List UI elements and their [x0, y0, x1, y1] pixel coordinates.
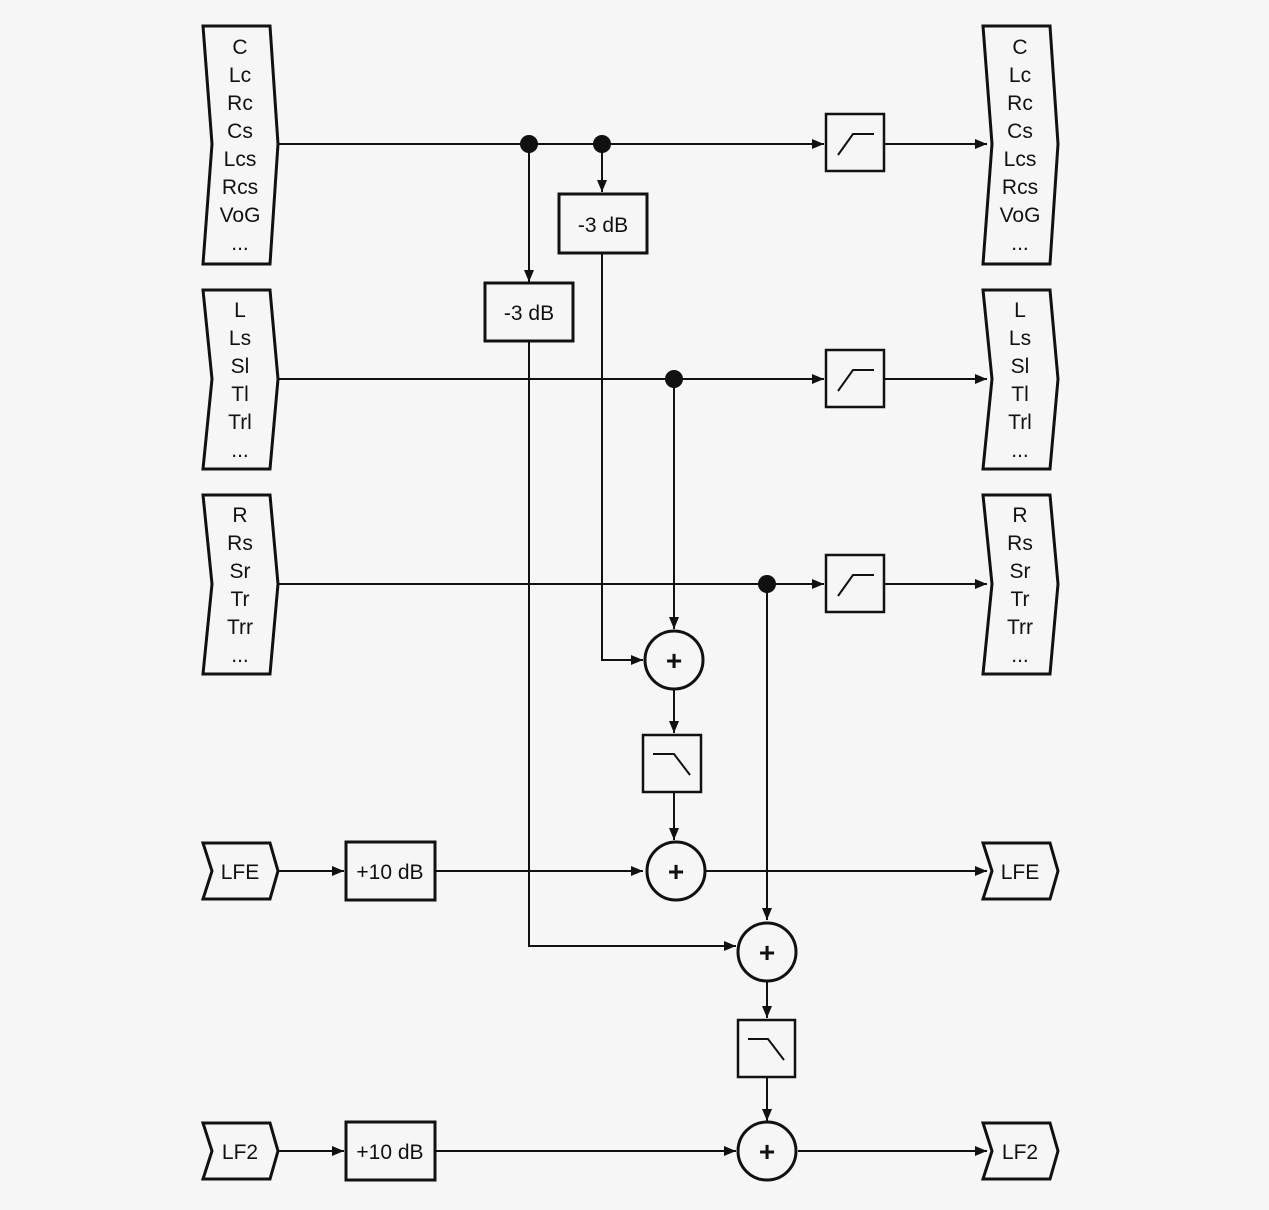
gain-label: +10 dB — [356, 1141, 423, 1164]
channel-label: Trl — [1008, 411, 1032, 434]
sum-node: + — [645, 840, 707, 902]
channel-label: L — [1014, 299, 1026, 322]
channel-label: Sl — [1011, 355, 1030, 378]
channel-label: ... — [231, 644, 249, 667]
channel-label: Sr — [230, 560, 251, 583]
sum-node: + — [736, 1120, 798, 1182]
channel-label: Tr — [1010, 588, 1029, 611]
channel-label: R — [232, 504, 247, 527]
junction-dot — [665, 370, 683, 388]
channel-label: Rc — [227, 92, 253, 115]
plus-symbol: + — [759, 1136, 775, 1167]
gain-block-lfe: +10 dB — [344, 840, 437, 902]
gain-b-to-sum3 — [528, 341, 736, 951]
channel-label: Rcs — [222, 176, 258, 199]
channel-label: Ls — [229, 327, 251, 350]
sum-node: + — [643, 629, 705, 691]
gain-blocks: -3 dB -3 dB +10 dB +10 dB — [344, 192, 649, 1182]
channel-label: Lc — [1009, 64, 1031, 87]
channel-label: ... — [231, 232, 249, 255]
channel-label: Tl — [231, 383, 249, 406]
output-right-bus-labels: R Rs Sr Tr Trr ... — [1007, 504, 1033, 667]
channel-label: L — [234, 299, 246, 322]
channel-label: Rcs — [1002, 176, 1038, 199]
gain-block-lf2: +10 dB — [344, 1120, 437, 1182]
output-left-bus-labels: L Ls Sl Tl Trl ... — [1008, 299, 1032, 462]
output-center-bus — [981, 24, 1060, 266]
output-lf2-label: LF2 — [1002, 1141, 1038, 1164]
input-lfe-label: LFE — [221, 861, 260, 884]
channel-label: Cs — [227, 120, 253, 143]
plus-symbol: + — [759, 937, 775, 968]
sum-node: + — [736, 921, 798, 983]
input-right-bus-labels: R Rs Sr Tr Trr ... — [227, 504, 253, 667]
gain-label: -3 dB — [504, 302, 554, 325]
input-lf2 — [200, 1121, 280, 1181]
gain-label: -3 dB — [578, 214, 628, 237]
channel-label: Trr — [227, 616, 253, 639]
channel-label: Lcs — [1004, 148, 1037, 171]
input-center-bus-labels: C Lc Rc Cs Lcs Rcs VoG ... — [220, 36, 261, 255]
channel-label: Trl — [228, 411, 252, 434]
channel-label: Rc — [1007, 92, 1033, 115]
input-lfe — [200, 841, 280, 901]
low-pass-filter-icon — [736, 1018, 797, 1079]
junction-dot — [758, 575, 776, 593]
gain-block-center-a: -3 dB — [557, 192, 649, 255]
channel-label: ... — [231, 439, 249, 462]
signal-lines — [278, 139, 987, 1156]
channel-label: Rs — [227, 532, 253, 555]
input-right-bus — [201, 493, 280, 676]
channel-label: ... — [1011, 644, 1029, 667]
junction-dot — [593, 135, 611, 153]
channel-label: Ls — [1009, 327, 1031, 350]
channel-label: Sr — [1010, 560, 1031, 583]
channel-label: VoG — [220, 204, 261, 227]
input-center-bus — [201, 24, 280, 266]
channel-label: ... — [1011, 439, 1029, 462]
input-left-bus-labels: L Ls Sl Tl Trl ... — [228, 299, 252, 462]
channel-label: ... — [1011, 232, 1029, 255]
plus-symbol: + — [666, 645, 682, 676]
channel-label: Cs — [1007, 120, 1033, 143]
output-center-bus-labels: C Lc Rc Cs Lcs Rcs VoG ... — [1000, 36, 1041, 255]
output-lfe-label: LFE — [1001, 861, 1040, 884]
input-left-bus — [201, 288, 280, 471]
channel-label: C — [1012, 36, 1027, 59]
channel-label: Lcs — [224, 148, 257, 171]
high-pass-filter-icon — [824, 112, 886, 173]
summing-nodes: + + + + — [643, 629, 798, 1182]
channel-label: Sl — [231, 355, 250, 378]
high-pass-filter-icon — [824, 553, 886, 614]
junction-dots — [520, 135, 776, 593]
channel-label: Tl — [1011, 383, 1029, 406]
low-pass-filter-icon — [641, 733, 703, 794]
gain-block-center-b: -3 dB — [483, 281, 575, 343]
channel-label: C — [232, 36, 247, 59]
channel-label: Trr — [1007, 616, 1033, 639]
channel-label: VoG — [1000, 204, 1041, 227]
plus-symbol: + — [668, 856, 684, 887]
output-right-bus — [981, 493, 1060, 676]
input-lf2-label: LF2 — [222, 1141, 258, 1164]
output-lf2 — [980, 1121, 1060, 1181]
input-buses: C Lc Rc Cs Lcs Rcs VoG ... L Ls Sl Tl Tr… — [200, 24, 280, 1181]
junction-dot — [520, 135, 538, 153]
output-left-bus — [981, 288, 1060, 471]
channel-label: Lc — [229, 64, 251, 87]
output-buses: C Lc Rc Cs Lcs Rcs VoG ... L Ls Sl Tl Tr… — [980, 24, 1060, 1181]
low-pass-filters — [641, 733, 797, 1079]
gain-a-to-sum1 — [601, 253, 643, 665]
high-pass-filters — [824, 112, 886, 614]
channel-label: Tr — [230, 588, 249, 611]
output-lfe — [980, 841, 1060, 901]
channel-label: Rs — [1007, 532, 1033, 555]
high-pass-filter-icon — [824, 348, 886, 409]
gain-label: +10 dB — [356, 861, 423, 884]
channel-label: R — [1012, 504, 1027, 527]
